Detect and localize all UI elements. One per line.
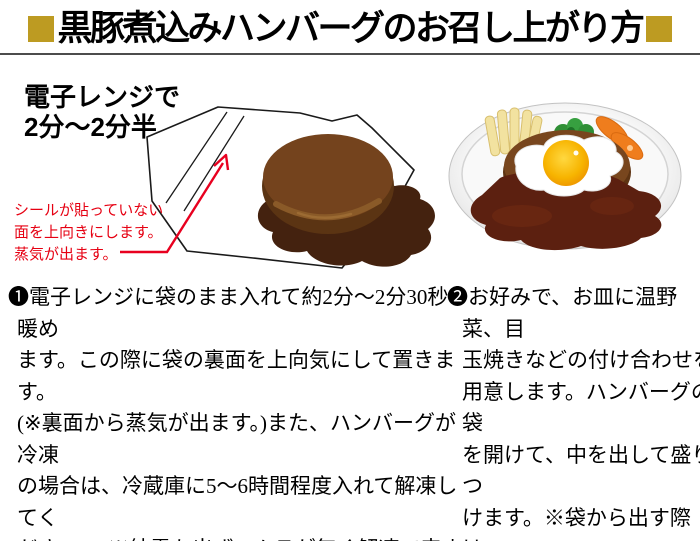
step-1-text: ❶電子レンジに袋のまま入れて約2分〜2分30秒暖め ます。この際に袋の裏面を上向… [8, 285, 462, 541]
fried-egg [514, 134, 624, 197]
seal-arrow [120, 153, 230, 254]
microwave-time-heading: 電子レンジで 2分〜2分半 [24, 82, 181, 142]
hamburger-patty [262, 134, 394, 234]
page-title: 黒豚煮込みハンバーグのお召し上がり方 [57, 9, 645, 48]
demi-glace-sauce [470, 170, 662, 251]
title-underline [0, 53, 700, 55]
pouch-illustration [120, 106, 435, 269]
title-bar: 黒豚煮込みハンバーグのお召し上がり方 [0, 7, 700, 51]
title-accent-square-right [645, 16, 672, 42]
title-accent-square-left [28, 16, 55, 42]
step-2-text: ❷お好みで、お皿に温野菜、目 玉焼きなどの付け合わせを 用意します。ハンバーグの… [447, 285, 700, 541]
egg-yolk [543, 140, 589, 186]
plate-illustration [448, 102, 682, 251]
seal-note-text: シールが貼っていない 面を上向きにします。 蒸気が出ます。 [14, 202, 164, 263]
